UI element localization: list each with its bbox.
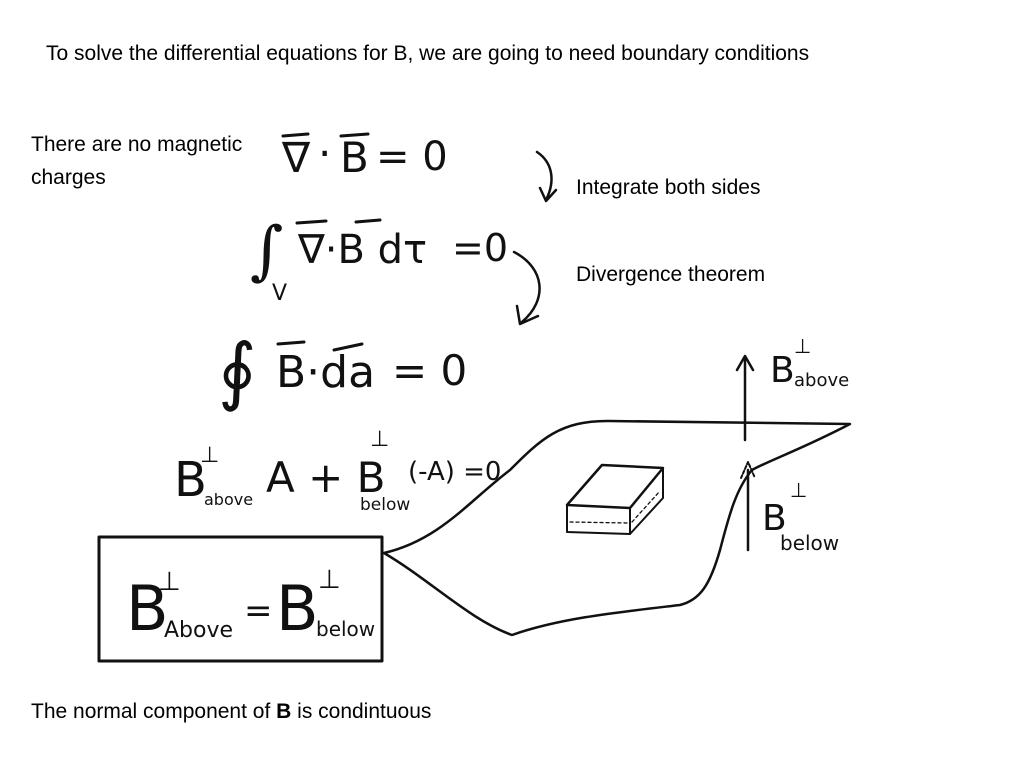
note-integrate-both-sides: Integrate both sides (576, 176, 761, 199)
eq1-nabla: ∇ (281, 133, 311, 182)
eq4-middle: A + B (266, 453, 385, 502)
conclusion-bold-b: B (276, 700, 292, 723)
boxed-sub-below: below (316, 617, 375, 641)
eq4-tail: (-A) =0 (408, 457, 501, 487)
label-above-sub: above (794, 370, 849, 391)
boxed-equals: = (244, 591, 273, 631)
overbar-b (339, 132, 370, 138)
eq2-integral: ∫ (250, 214, 283, 288)
eq3-overbar-b (276, 340, 306, 346)
arrow-up-icon (735, 354, 755, 372)
label-below-sub: below (780, 531, 839, 555)
eq3-overbar-a (332, 342, 364, 352)
curved-arrow-integrate-icon (535, 150, 553, 202)
eq3-equals-zero: = 0 (392, 346, 467, 395)
eq3-closed-integral: ∮ (218, 328, 257, 414)
conclusion-prefix: The normal component of (31, 700, 277, 723)
conclusion-suffix: is condintuous (291, 700, 432, 723)
eq1-b: B (340, 133, 369, 182)
boxed-perp-above: ⊥ (158, 567, 181, 597)
eq2-overbar-1 (295, 219, 328, 225)
label-below-perp: ⊥ (790, 478, 807, 502)
slide-title: To solve the differential equations for … (46, 42, 810, 65)
eq4-b-above: B (174, 452, 207, 508)
boxed-sub-above: Above (164, 618, 233, 643)
boxed-b-above: B (126, 572, 169, 645)
pillbox-drawing (565, 463, 665, 535)
eq2-body: ∇·B dτ (297, 227, 427, 273)
eq2-overbar-2 (354, 218, 382, 224)
eq4-perp-above: ⊥ (200, 443, 219, 468)
equation-volume-integral: ∫ V ∇·B dτ =0 (250, 214, 508, 306)
boxed-result: B ⊥ Above = B ⊥ below (97, 535, 384, 663)
curved-arrow-divergence-icon (512, 250, 541, 324)
label-b-perp-above: B ⊥ above (770, 334, 849, 391)
label-above-b: B (770, 350, 795, 391)
eq1-dot: · (318, 129, 331, 178)
eq4-sub-below: below (360, 495, 410, 515)
overbar-nabla (281, 132, 310, 138)
result-box (97, 535, 384, 663)
boxed-b-below: B (276, 572, 319, 645)
eq3-body: B·da (276, 347, 375, 398)
label-below-b: B (762, 498, 787, 539)
arrowhead-icon (538, 186, 558, 203)
equation-surface-integral: ∮ B·da = 0 (218, 328, 467, 414)
label-b-perp-below: B ⊥ below (762, 478, 839, 555)
boundary-surface-drawing (382, 419, 852, 637)
arrowhead-icon-2 (515, 304, 540, 326)
conclusion-text: The normal component of B is condintuous (31, 696, 431, 728)
eq4-perp-below: ⊥ (370, 427, 389, 452)
eq2-sub-v: V (272, 281, 287, 306)
eq1-equals-zero: = 0 (376, 134, 448, 180)
eq4-sub-above: above (204, 490, 253, 509)
arrow-up-icon-2 (740, 461, 756, 479)
equation-flux-sum: B ⊥ above A + B ⊥ below (-A) =0 (174, 427, 501, 515)
label-above-perp: ⊥ (794, 334, 811, 358)
boxed-perp-below: ⊥ (318, 565, 341, 595)
note-divergence-theorem: Divergence theorem (576, 263, 766, 286)
equation-divergence-zero: ∇ · B = 0 (281, 129, 448, 182)
note-no-magnetic-charges: There are no magnetic charges (31, 133, 243, 189)
eq2-equals: =0 (452, 226, 508, 270)
